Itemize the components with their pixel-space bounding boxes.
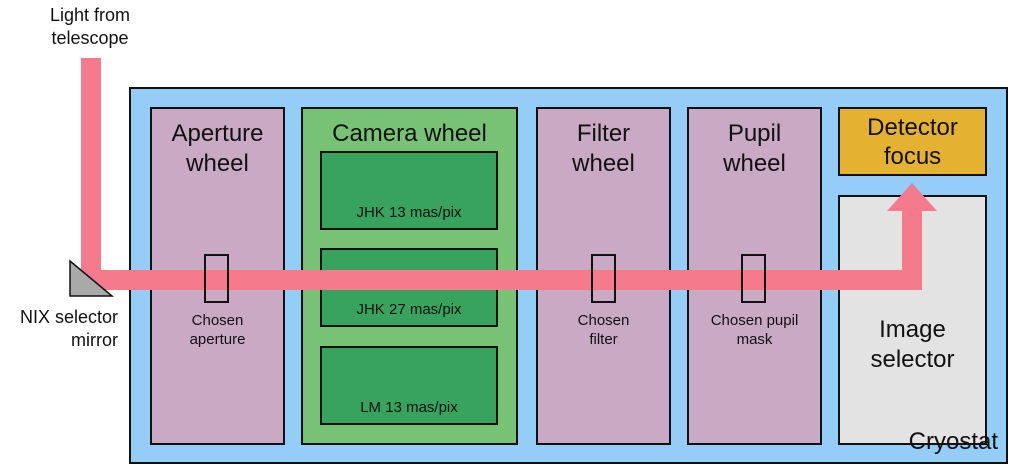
chosen-aperture-slot [204, 254, 229, 303]
image-selector-title: Image selector [840, 315, 985, 375]
cryostat-label: Cryostat [908, 428, 998, 455]
aperture-wheel-title-line1: Aperture [171, 120, 264, 147]
chosen-pupil-line1: Chosen pupil [710, 312, 799, 329]
camera-wheel-title: Camera wheel [332, 120, 487, 147]
camera-slot-jhk13: JHK 13 mas/pix [320, 151, 498, 230]
filter-wheel-title-line2: wheel [572, 150, 635, 177]
filter-wheel-title-line1: Filter [576, 120, 631, 147]
detector-focus: Detector focus [838, 107, 987, 176]
chosen-filter-line1: Chosen [577, 312, 630, 329]
mirror-label-line1: NIX selector [19, 307, 118, 327]
pupil-wheel-title: Pupil wheel [689, 119, 820, 179]
chosen-pupil-label: Chosen pupil mask [687, 311, 822, 349]
aperture-wheel-title: Aperture wheel [152, 119, 283, 179]
chosen-pupil-line2: mask [736, 331, 773, 348]
detector-focus-line2: focus [883, 143, 942, 170]
camera-slot-label: JHK 13 mas/pix [356, 204, 462, 221]
chosen-filter-label: Chosen filter [536, 311, 671, 349]
pupil-wheel-title-line1: Pupil [727, 120, 782, 147]
aperture-wheel-title-line2: wheel [186, 150, 249, 177]
camera-slot-label: LM 13 mas/pix [360, 399, 458, 416]
chosen-aperture-line2: aperture [189, 331, 246, 348]
image-selector-line2: selector [870, 346, 955, 373]
mirror-shape [69, 259, 115, 297]
mirror-label: NIX selector mirror [0, 306, 118, 352]
chosen-aperture-label: Chosen aperture [150, 311, 285, 349]
image-selector-line1: Image [879, 316, 946, 343]
mirror-label-line2: mirror [71, 330, 118, 350]
chosen-pupil-slot [741, 254, 766, 303]
light-source-label: Light from telescope [30, 4, 150, 50]
pupil-wheel-title-line2: wheel [723, 150, 786, 177]
camera-slot-label: JHK 27 mas/pix [356, 301, 462, 318]
light-source-line2: telescope [51, 28, 129, 48]
camera-slot-lm13: LM 13 mas/pix [320, 346, 498, 425]
light-source-line1: Light from [49, 5, 131, 25]
chosen-filter-line2: filter [589, 331, 618, 348]
detector-focus-title: Detector focus [840, 113, 985, 171]
detector-focus-line1: Detector [867, 114, 958, 141]
chosen-aperture-line1: Chosen [191, 312, 244, 329]
chosen-filter-slot [591, 254, 616, 303]
filter-wheel-title: Filter wheel [538, 119, 669, 179]
